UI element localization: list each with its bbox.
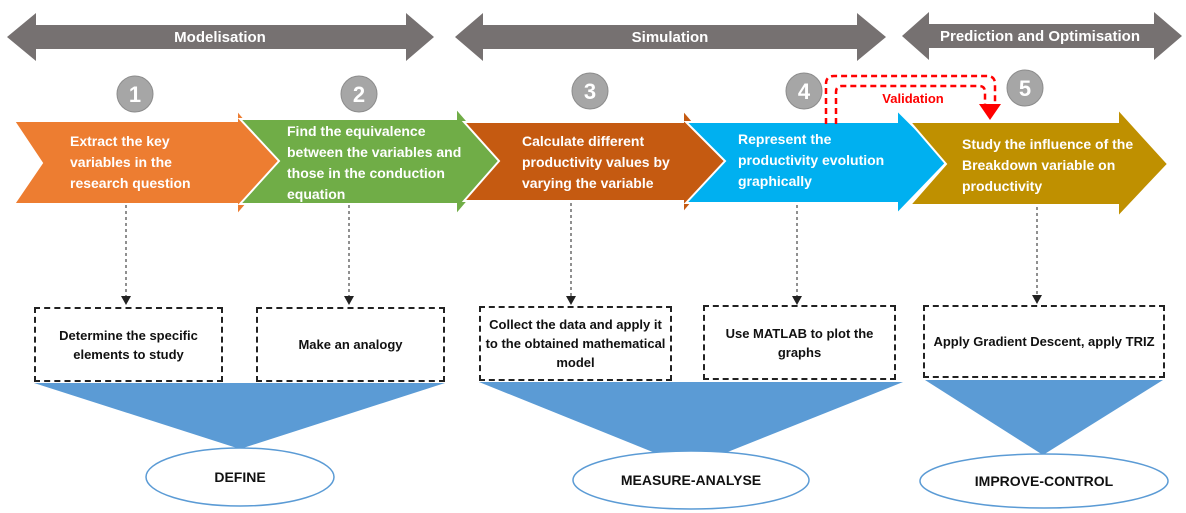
action-box-4: Use MATLAB to plot the graphs (703, 305, 896, 380)
step-arrow-3 (461, 107, 729, 216)
stage-measure-analyse: MEASURE-ANALYSE (572, 450, 810, 510)
action-box-2: Make an analogy (256, 307, 445, 382)
step-number-4-label: 4 (798, 79, 811, 104)
connectors (125, 203, 1038, 298)
funnel-improve-control (925, 380, 1163, 455)
phase-arrow-simulation (455, 13, 886, 61)
phase-arrow-prediction-optimisation (902, 12, 1182, 60)
action-box-5: Apply Gradient Descent, apply TRIZ (923, 305, 1165, 378)
step-number-2: 2 (340, 75, 378, 113)
step-text-4: Represent the productivity evolution gra… (738, 131, 885, 189)
connector-head-3 (566, 296, 576, 305)
validation-label: Validation (882, 91, 943, 106)
step-arrow-5 (907, 106, 1170, 220)
step-number-1: 1 (116, 75, 154, 113)
stage-improve-control: IMPROVE-CONTROL (919, 453, 1169, 509)
stage-define: DEFINE (145, 447, 335, 507)
step-text-5: Study the influence of the Breakdown var… (962, 136, 1134, 194)
phase-arrow-modelisation (7, 13, 434, 61)
step-number-5-label: 5 (1019, 76, 1031, 101)
funnel-define (34, 383, 445, 449)
validation-loop: Validation (824, 74, 1001, 124)
connector-head-5 (1032, 295, 1042, 304)
phase-label-modelisation: Modelisation (174, 29, 266, 46)
step-text-1: Extract the key variables in the researc… (70, 133, 191, 191)
connector-heads (121, 295, 1042, 305)
step-number-4: 4 (785, 72, 823, 110)
step-number-3-label: 3 (584, 79, 596, 104)
stage-define-label: DEFINE (214, 469, 265, 485)
step-text-3: Calculate different productivity values … (522, 133, 670, 191)
step-text-2: Find the equivalence between the variabl… (287, 123, 462, 202)
phase-prediction-optimisation: Prediction and Optimisation (902, 12, 1182, 60)
phase-modelisation: Modelisation (7, 13, 434, 61)
step-number-1-label: 1 (129, 82, 141, 107)
connector-head-4 (792, 296, 802, 305)
step-number-2-label: 2 (353, 82, 365, 107)
phase-label-simulation: Simulation (632, 29, 709, 46)
validation-arrow-head (979, 104, 1001, 120)
step-arrow-4 (683, 107, 950, 217)
action-box-3: Collect the data and apply it to the obt… (479, 306, 672, 381)
step-arrow-2 (237, 105, 504, 218)
step-number-5: 5 (1006, 69, 1044, 107)
phase-simulation: Simulation (455, 13, 886, 61)
stage-measure-analyse-label: MEASURE-ANALYSE (621, 472, 761, 488)
connector-head-2 (344, 296, 354, 305)
funnel-measure-analyse (479, 382, 903, 467)
action-box-1: Determine the specific elements to study (34, 307, 223, 382)
step-arrow-1 (12, 107, 284, 218)
phase-label-prediction-optimisation: Prediction and Optimisation (940, 28, 1140, 45)
validation-arrow-outer (824, 74, 997, 124)
stage-improve-control-label: IMPROVE-CONTROL (975, 473, 1114, 489)
connector-head-1 (121, 296, 131, 305)
validation-arrow-inner (834, 84, 987, 124)
step-number-3: 3 (571, 72, 609, 110)
